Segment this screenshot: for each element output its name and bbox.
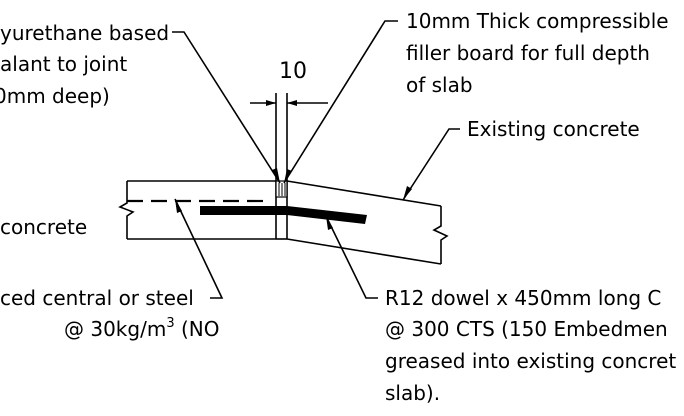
svg-text:greased into existing concret: greased into existing concret (385, 349, 676, 373)
svg-text:@ 300 CTS (150 Embedmen: @ 300 CTS (150 Embedmen (385, 317, 668, 341)
svg-text:R12 dowel x 450mm long C: R12 dowel x 450mm long C (385, 286, 661, 310)
new-concrete-slab (118, 180, 276, 240)
svg-text:yurethane based: yurethane based (0, 21, 169, 45)
svg-text:alant to joint: alant to joint (0, 52, 127, 76)
dowel-note: R12 dowel x 450mm long C @ 300 CTS (150 … (385, 286, 676, 405)
leader-lines (172, 20, 460, 299)
svg-text:0mm deep): 0mm deep) (0, 84, 110, 108)
sealant (275, 180, 288, 198)
dowel-bar (200, 206, 367, 224)
filler-note: 10mm Thick compressible filler board for… (406, 9, 669, 97)
svg-text:slab).: slab). (385, 381, 440, 405)
svg-text:of slab: of slab (406, 73, 473, 97)
svg-text:@ 30kg/m3 (NO: @ 30kg/m3 (NO (64, 316, 219, 341)
svg-text:ced central or steel: ced central or steel (0, 286, 194, 310)
sealant-note: yurethane based alant to joint 0mm deep) (0, 21, 169, 108)
existing-concrete-label: Existing concrete (467, 117, 640, 141)
svg-text:filler board for full depth: filler board for full depth (406, 41, 650, 65)
new-concrete-label: concrete (0, 215, 87, 239)
reinforcement-note: ced central or steel @ 30kg/m3 (NO (0, 286, 219, 341)
dimension-label: 10 (279, 59, 307, 84)
existing-concrete-slab (286, 180, 449, 265)
svg-text:10mm Thick compressible: 10mm Thick compressible (406, 9, 669, 33)
dimension-10 (250, 93, 328, 181)
